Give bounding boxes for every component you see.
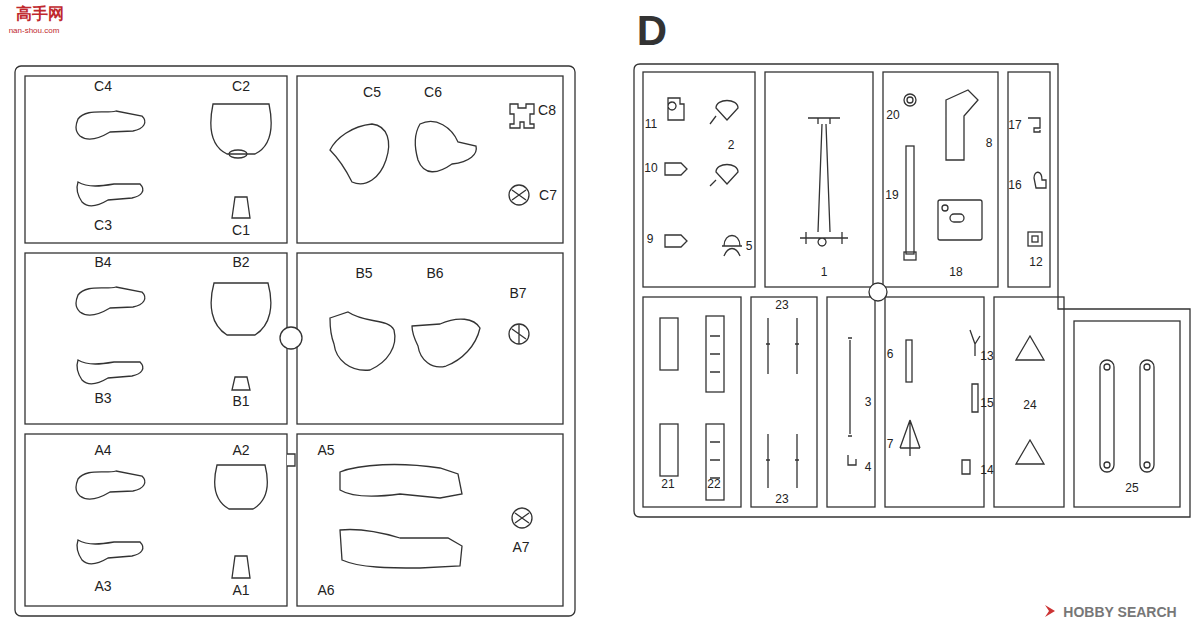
part-number: 21 — [661, 478, 674, 490]
part-number: C4 — [94, 79, 112, 93]
part-number: 8 — [986, 137, 993, 149]
part-number: 24 — [1023, 399, 1036, 411]
part-number: 25 — [1125, 482, 1138, 494]
part-number: B1 — [232, 394, 249, 408]
sprue-letter: D — [637, 10, 667, 52]
part-number: 10 — [644, 162, 657, 174]
part-number: 19 — [885, 189, 898, 201]
part-number: C1 — [232, 223, 250, 237]
part-number: 4 — [865, 461, 872, 473]
part-number: 23 — [775, 493, 788, 505]
part-number: 2 — [728, 139, 735, 151]
part-number: 22 — [707, 478, 720, 490]
part-number: C3 — [94, 218, 112, 232]
part-number: A4 — [94, 443, 111, 457]
part-number: 23 — [775, 299, 788, 311]
part-number: 11 — [645, 118, 657, 130]
part-number: 7 — [887, 438, 894, 450]
part-number: 18 — [949, 266, 962, 278]
part-number: 3 — [865, 396, 872, 408]
watermark: HOBBY SEARCH — [1063, 605, 1176, 619]
part-number: A7 — [512, 540, 529, 554]
part-number: C5 — [363, 85, 381, 99]
part-number: 9 — [647, 233, 654, 245]
part-number: 5 — [746, 240, 753, 252]
part-number: 14 — [980, 464, 993, 476]
part-number: B7 — [509, 286, 526, 300]
part-number: 12 — [1029, 256, 1042, 268]
part-number: B5 — [355, 266, 372, 280]
part-number: C7 — [539, 188, 557, 202]
part-number: 17 — [1008, 119, 1021, 131]
watermark: 高手网 — [16, 6, 64, 22]
part-number: C8 — [538, 103, 556, 117]
part-number: A3 — [94, 579, 111, 593]
part-number: 15 — [980, 397, 993, 409]
part-number: 20 — [886, 109, 899, 121]
part-number: 16 — [1008, 179, 1021, 191]
part-number: C2 — [232, 79, 250, 93]
part-number: 13 — [980, 350, 993, 362]
part-number: A5 — [317, 443, 334, 457]
part-number: A1 — [232, 583, 249, 597]
part-number: A2 — [232, 443, 249, 457]
part-number: B6 — [426, 266, 443, 280]
part-number: B4 — [94, 255, 111, 269]
watermark: nan-shou.com — [9, 27, 60, 35]
part-number: 6 — [887, 348, 894, 360]
part-number: B3 — [94, 391, 111, 405]
part-number: 1 — [821, 266, 828, 278]
part-number: C6 — [424, 85, 442, 99]
part-number: B2 — [232, 255, 249, 269]
part-number: A6 — [317, 583, 334, 597]
